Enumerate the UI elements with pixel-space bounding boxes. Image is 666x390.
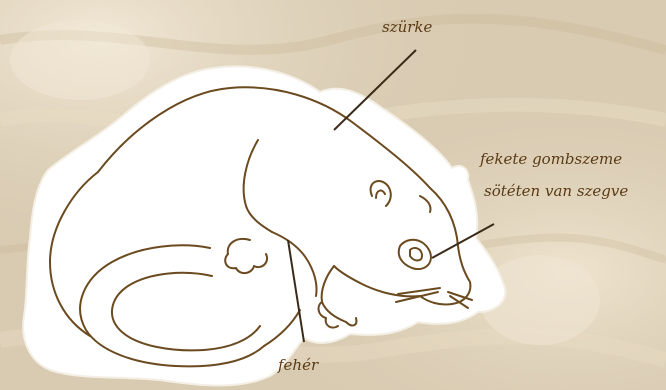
label-szurke: szürke (382, 18, 433, 36)
label-feher: fehér (277, 356, 319, 374)
label-soteten-van-szegve: sötéten van szegve (484, 182, 628, 200)
label-fekete-gombszeme: fekete gombszeme (479, 150, 622, 168)
